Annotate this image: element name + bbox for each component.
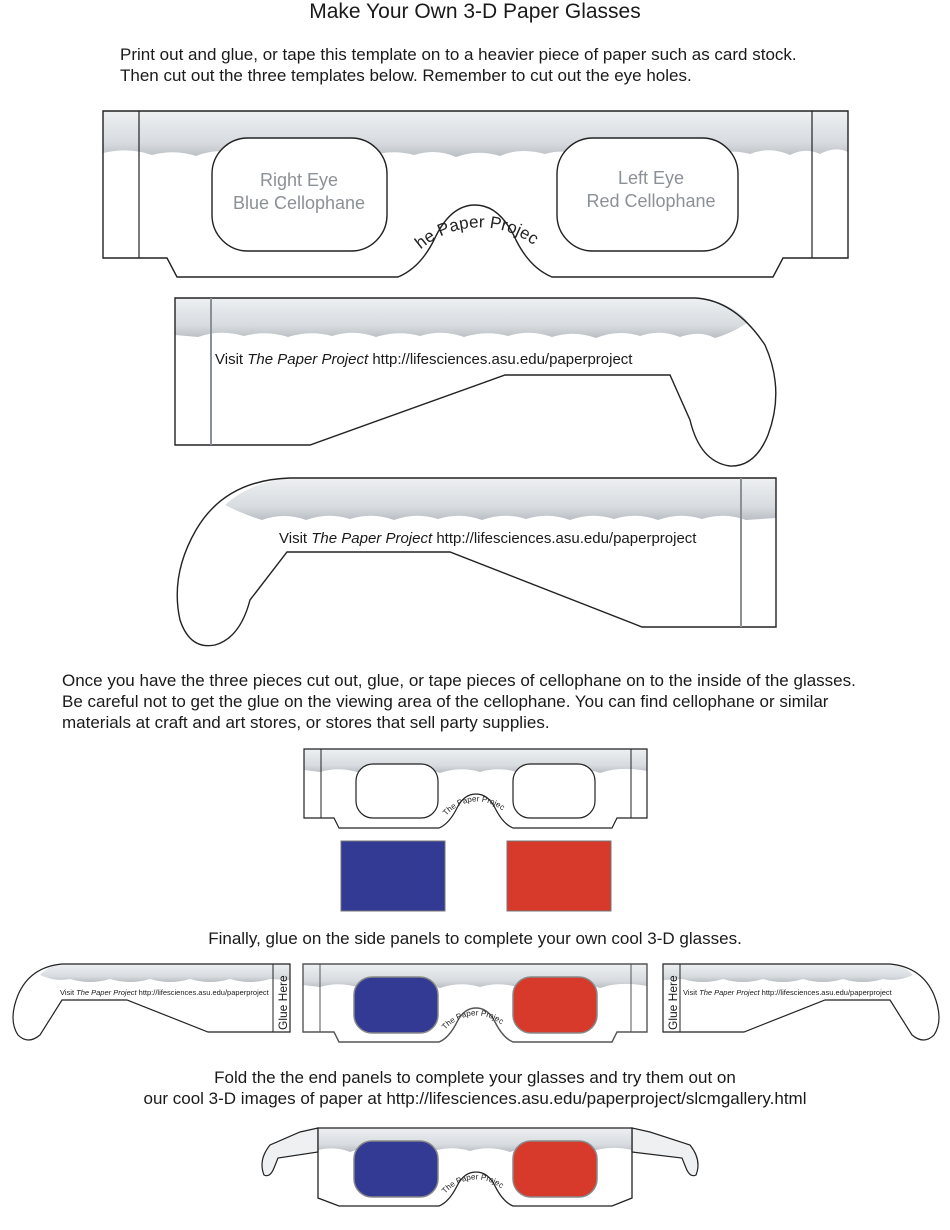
small-frame-outline [303,748,648,829]
right-eye-cellophane-label: Blue Cellophane [233,193,365,213]
assembly-row: Visit The Paper Project http://lifescien… [0,0,940,1043]
finished-blue-lens [353,1140,439,1198]
small-left-eye-hole [512,763,596,819]
front-frame-template: Right Eye Blue Cellophane Left Eye Red C… [0,0,849,278]
red-cellophane-swatch [506,840,612,912]
middle-line-2: Be careful not to get the glue on the vi… [62,692,829,711]
middle-line-3: materials at craft and art stores, or st… [62,713,550,732]
blue-cellophane-swatch [340,840,446,912]
left-eye-hole [556,137,739,252]
assembly-left-visit: Visit The Paper Project http://lifescien… [60,988,270,997]
left-eye-label: Left Eye [618,168,684,188]
right-eye-label: Right Eye [260,170,338,190]
left-eye-cellophane-label: Red Cellophane [586,191,715,211]
frame-outline [102,110,849,278]
assembly-red-lens [512,976,598,1034]
right-eye-hole [211,137,388,252]
fold-line-2: our cool 3-D images of paper at http://l… [143,1089,807,1108]
finally-text: Finally, glue on the side panels to comp… [208,929,742,948]
assembly-right-texture [663,964,913,982]
intro-line-2: Then cut out the three templates below. … [120,66,692,85]
assembly-left-glue-label: Glue Here [276,975,290,1030]
assembly-right-glue-label: Glue Here [666,975,680,1030]
assembly-right-side [662,963,940,1041]
left-side-template: Visit The Paper Project http://lifescien… [176,477,777,647]
finished-front-frame [317,1127,633,1207]
fold-line-1: Fold the the end panels to complete your… [214,1068,736,1087]
finished-red-lens [512,1140,598,1198]
middle-line-1: Once you have the three pieces cut out, … [62,671,856,690]
right-side-template: Visit The Paper Project http://lifescien… [174,297,777,467]
side-texture-band [175,298,748,338]
assembly-blue-lens [353,976,439,1034]
small-front-frame: The Paper Project [0,0,648,912]
fold-instructions: Fold the the end panels to complete your… [0,1067,950,1109]
finished-brand-arc-label: The Paper Project [0,0,505,1195]
page-title: Make Your Own 3-D Paper Glasses [309,0,641,23]
left-side-visit-text: Visit The Paper Project http://lifescien… [279,530,697,547]
side-texture-band-2 [225,478,776,520]
assembly-right-visit: Visit The Paper Project http://lifescien… [683,988,893,997]
assembly-left-side [12,963,291,1041]
intro-text: Print out and glue, or tape this templat… [120,44,880,86]
assembly-left-texture [40,964,290,982]
small-right-eye-hole [355,763,439,819]
assembly-center-frame [302,963,648,1043]
finished-right-temple [631,1127,699,1177]
intro-line-1: Print out and glue, or tape this templat… [120,45,797,64]
cellophane-instructions: Once you have the three pieces cut out, … [62,670,922,733]
right-side-outline [174,297,777,467]
finished-left-temple [261,1127,319,1177]
right-side-visit-text: Visit The Paper Project http://lifescien… [215,351,633,368]
left-side-outline [176,477,777,647]
